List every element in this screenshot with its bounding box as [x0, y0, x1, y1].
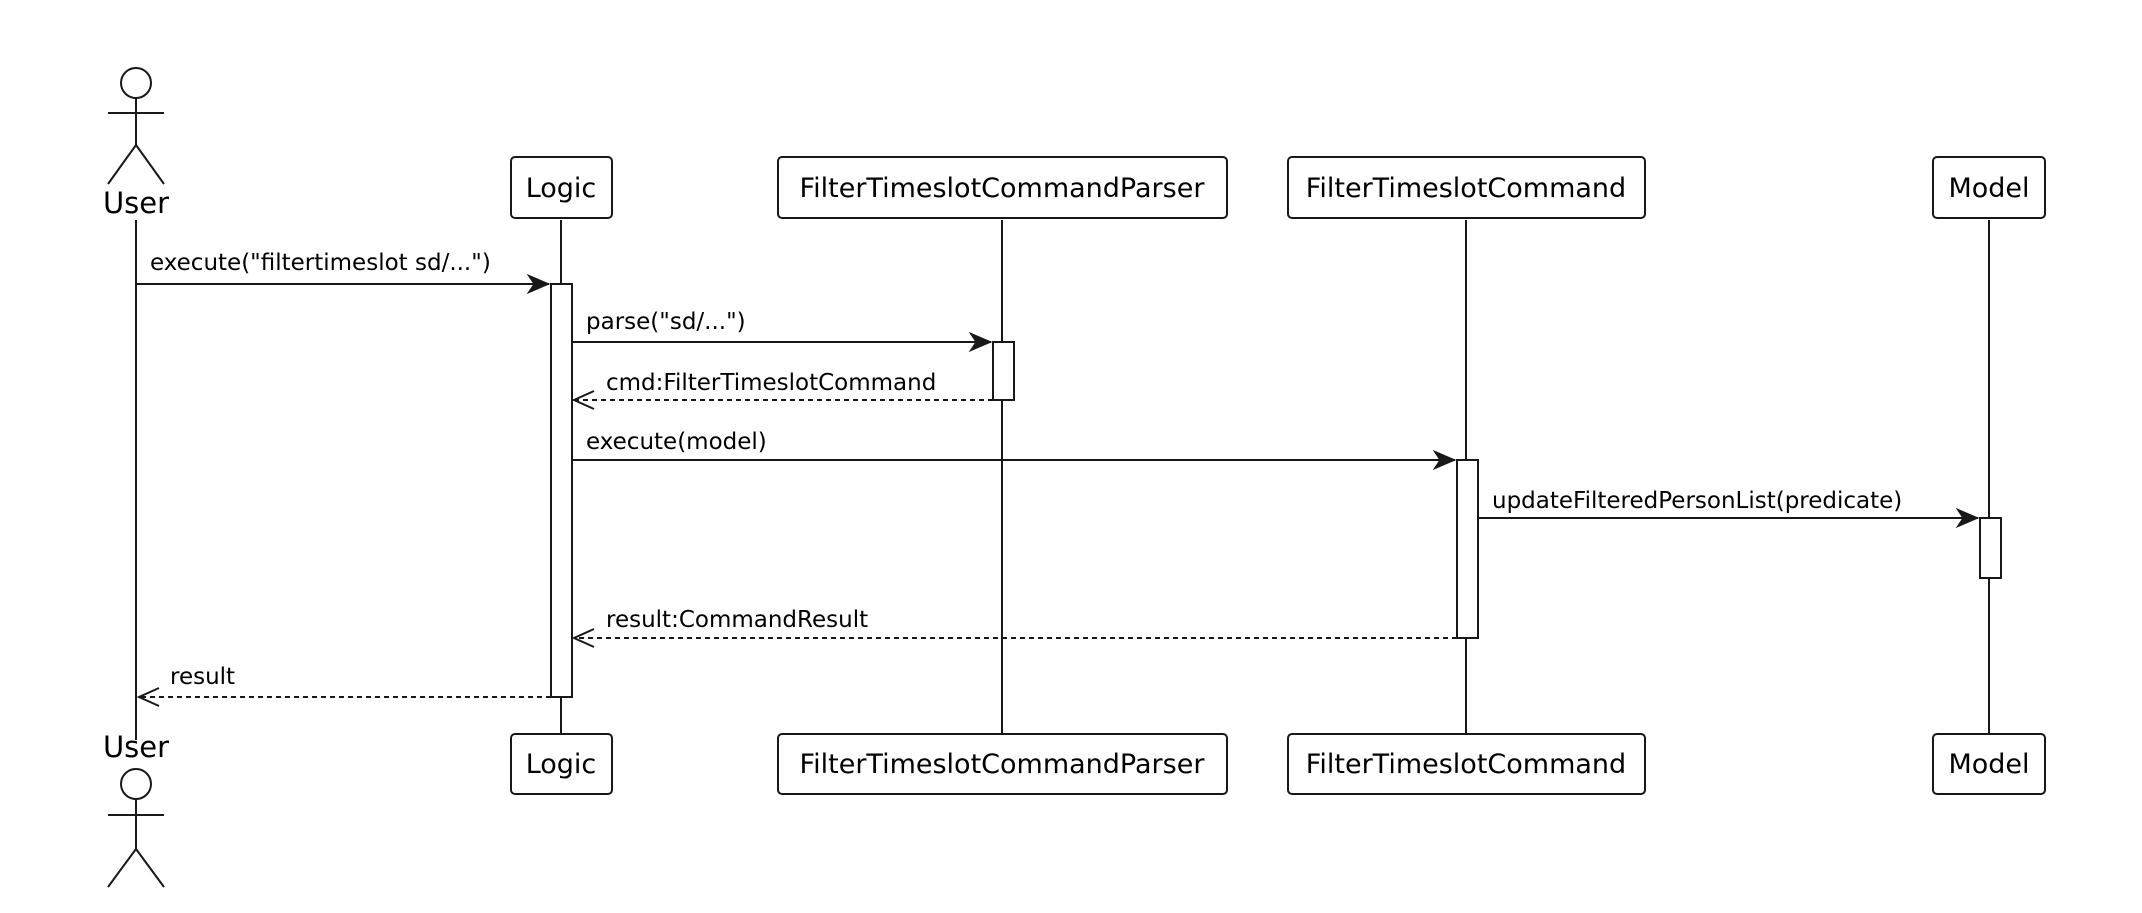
- lifelines: [135, 220, 1990, 740]
- message-label: result:CommandResult: [606, 607, 868, 633]
- activation-logic: [550, 283, 573, 698]
- participant-logic-top: Logic: [510, 156, 613, 219]
- arrowhead-icon: [526, 273, 551, 295]
- actor-figure-icon: [107, 768, 165, 888]
- actor-label-bottom: User: [103, 730, 169, 764]
- message-label: updateFilteredPersonList(predicate): [1492, 488, 1902, 514]
- message-execute-command: execute("filtertimeslot sd/..."): [136, 250, 551, 295]
- message-label: parse("sd/..."): [586, 309, 746, 335]
- arrowhead-icon: [571, 390, 595, 410]
- participant-label: Logic: [526, 749, 597, 780]
- actor-user-bottom: User: [103, 730, 169, 888]
- participant-model-top: Model: [1932, 156, 2046, 219]
- message-update-filtered-list: updateFilteredPersonList(predicate): [1478, 488, 1980, 529]
- participant-label: FilterTimeslotCommand: [1306, 173, 1626, 204]
- message-execute-model: execute(model): [572, 429, 1457, 471]
- participant-parser-top: FilterTimeslotCommandParser: [777, 156, 1228, 219]
- message-return-to-user: result: [136, 664, 551, 707]
- participant-label: Model: [1948, 749, 2029, 780]
- message-parse: parse("sd/..."): [572, 309, 993, 353]
- activation-parser: [992, 341, 1015, 401]
- arrowhead-icon: [968, 331, 993, 353]
- participant-model-bottom: Model: [1932, 733, 2046, 795]
- activations: [550, 283, 2002, 698]
- message-label: result: [170, 664, 235, 690]
- arrowhead-icon: [571, 628, 595, 648]
- actor-user-top: User: [103, 67, 169, 220]
- message-label: execute("filtertimeslot sd/..."): [150, 250, 491, 276]
- activation-model: [1979, 517, 2002, 579]
- participant-parser-bottom: FilterTimeslotCommandParser: [777, 733, 1228, 795]
- actor-label-top: User: [103, 186, 169, 220]
- participant-label: FilterTimeslotCommandParser: [800, 173, 1206, 204]
- participant-label: Logic: [526, 173, 597, 204]
- actor-figure-icon: [107, 67, 165, 185]
- arrowhead-icon: [1955, 507, 1980, 529]
- arrowhead-icon: [136, 687, 160, 707]
- message-label: cmd:FilterTimeslotCommand: [606, 370, 936, 396]
- activation-command: [1456, 459, 1479, 639]
- message-return-result: result:CommandResult: [571, 607, 1457, 648]
- message-return-cmd: cmd:FilterTimeslotCommand: [571, 370, 993, 410]
- participant-label: FilterTimeslotCommandParser: [800, 749, 1206, 780]
- arrowhead-icon: [1432, 449, 1457, 471]
- participant-logic-bottom: Logic: [510, 733, 613, 795]
- participant-label: FilterTimeslotCommand: [1306, 749, 1626, 780]
- participant-command-top: FilterTimeslotCommand: [1287, 156, 1646, 219]
- participant-label: Model: [1948, 173, 2029, 204]
- message-label: execute(model): [586, 429, 767, 455]
- participant-command-bottom: FilterTimeslotCommand: [1287, 733, 1646, 795]
